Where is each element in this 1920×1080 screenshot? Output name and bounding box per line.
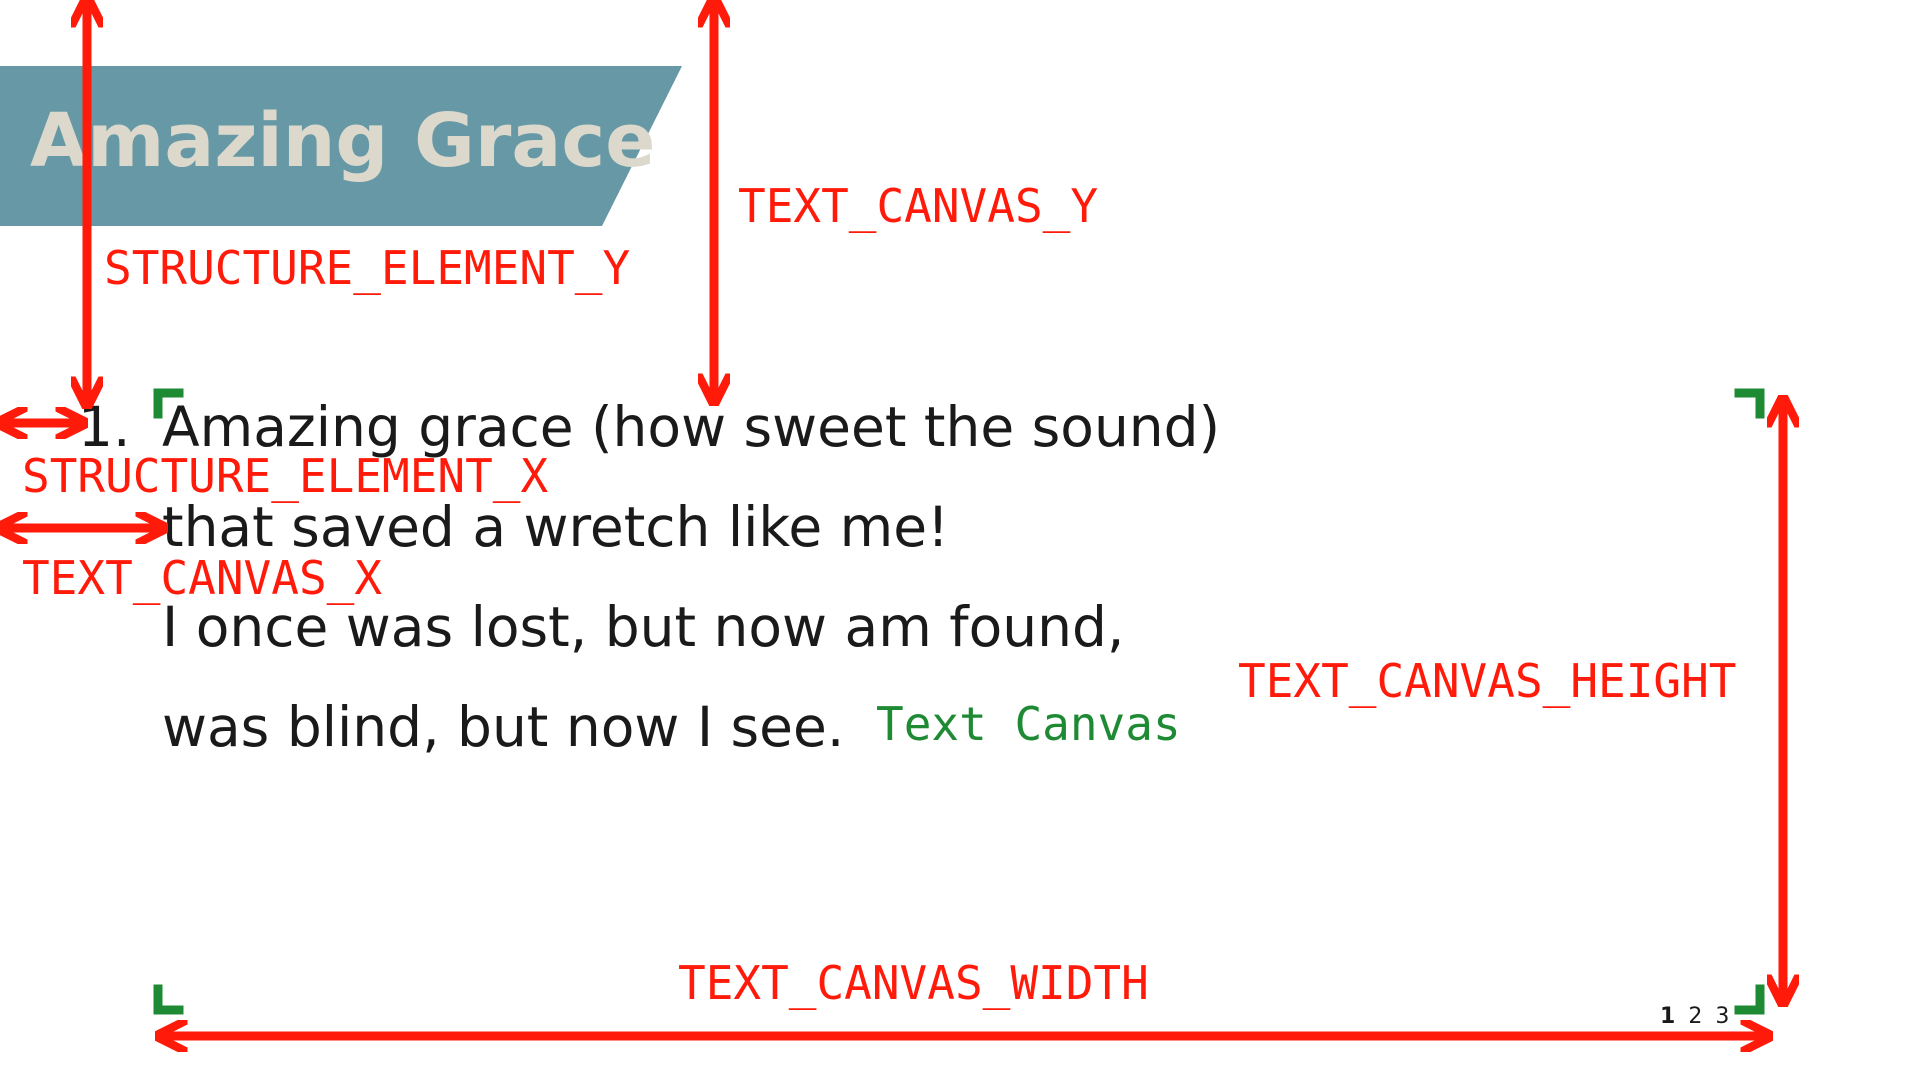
text-canvas-label: Text Canvas <box>876 697 1181 751</box>
title-band <box>0 66 682 226</box>
label-text-canvas-x: TEXT_CANVAS_X <box>22 551 382 605</box>
page-2[interactable]: 2 <box>1688 1004 1702 1029</box>
label-text-canvas-height: TEXT_CANVAS_HEIGHT <box>1238 654 1737 708</box>
lyric-line-2: that saved a wretch like me! <box>162 495 949 559</box>
label-text-canvas-width: TEXT_CANVAS_WIDTH <box>678 956 1149 1010</box>
canvas-corner-bottom-right <box>1734 984 1765 1015</box>
text-canvas-corners <box>153 388 1765 1015</box>
canvas-corner-top-left <box>153 388 184 419</box>
page-1[interactable]: 1 <box>1660 1004 1675 1029</box>
measurement-arrows <box>8 8 1783 1036</box>
page-3[interactable]: 3 <box>1715 1004 1729 1029</box>
lyric-line-1: Amazing grace (how sweet the sound) <box>162 395 1220 459</box>
lyric-line-3: I once was lost, but now am found, <box>162 595 1124 659</box>
canvas-corner-top-right <box>1734 388 1765 419</box>
lyric-line-4: was blind, but now I see. <box>162 695 844 759</box>
canvas-corner-bottom-left <box>153 984 184 1015</box>
label-structure-element-x: STRUCTURE_ELEMENT_X <box>22 449 548 503</box>
slide-title: Amazing Grace <box>30 98 655 184</box>
label-text-canvas-y: TEXT_CANVAS_Y <box>738 179 1098 233</box>
label-structure-element-y: STRUCTURE_ELEMENT_Y <box>104 241 630 295</box>
page-indicator: 1 2 3 <box>1660 1004 1729 1029</box>
